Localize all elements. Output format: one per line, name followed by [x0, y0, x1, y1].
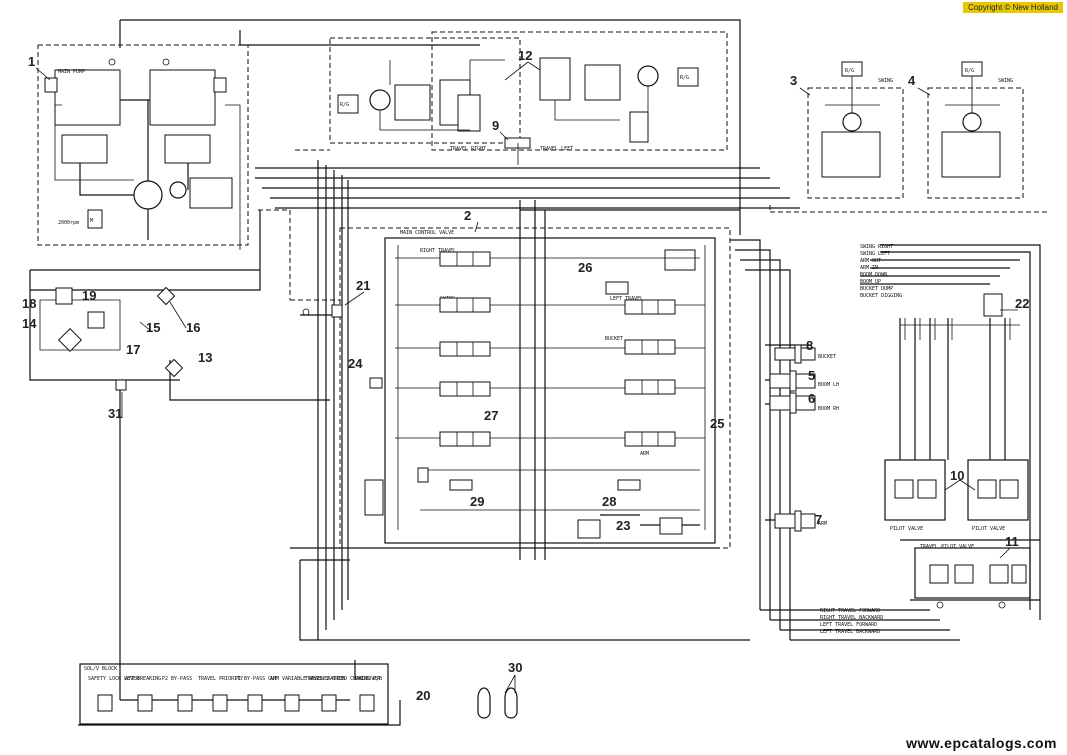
main-pump-group: M MAIN PUMP 2000rpm	[37, 44, 249, 250]
solenoid-valves	[97, 694, 375, 712]
svg-text:ARM IN: ARM IN	[860, 265, 878, 271]
callout-27: 27	[484, 408, 498, 423]
svg-text:PILOT VALVE: PILOT VALVE	[972, 526, 1005, 532]
cylinders-group: BUCKET BOOM LH BOOM RH ARM	[769, 344, 839, 532]
svg-text:ARM VARIABLE REGENERATION: ARM VARIABLE REGENERATION	[270, 676, 345, 682]
svg-text:R/G: R/G	[340, 102, 349, 108]
main-control-valve-label: MAIN CONTROL VALVE	[400, 230, 454, 236]
svg-text:M: M	[90, 218, 93, 224]
svg-text:R/G: R/G	[965, 68, 974, 74]
svg-text:BOOM DOWN: BOOM DOWN	[860, 272, 887, 278]
callouts: 1 2 3 4 5 6 7 8 9 10 11 12 13 14 15 16 1…	[22, 48, 1029, 703]
callout-19: 19	[82, 288, 96, 303]
svg-text:ARM OUT: ARM OUT	[860, 258, 881, 264]
svg-text:SWING LEFT: SWING LEFT	[860, 251, 890, 257]
callout-6: 6	[808, 391, 815, 406]
callout-29: 29	[470, 494, 484, 509]
callout-16: 16	[186, 320, 200, 335]
callout-13: 13	[198, 350, 212, 365]
callout-26: 26	[578, 260, 592, 275]
svg-text:P2 BY-PASS: P2 BY-PASS	[162, 676, 192, 682]
svg-text:SWING: SWING	[998, 78, 1013, 84]
svg-text:TRAVEL PRIORITY: TRAVEL PRIORITY	[198, 676, 243, 682]
callout-12: 12	[518, 48, 532, 63]
svg-text:BUCKET DUMP: BUCKET DUMP	[860, 286, 893, 292]
main-control-valve-group: MAIN CONTROL VALVE RIGHT TRAVEL LEFT TRA…	[339, 227, 731, 549]
svg-text:LEFT TRAVEL BACKWARD: LEFT TRAVEL BACKWARD	[820, 629, 880, 635]
callout-25: 25	[710, 416, 724, 431]
svg-text:RIGHT TRAVEL FORWARD: RIGHT TRAVEL FORWARD	[820, 608, 880, 614]
svg-text:BOOM UP: BOOM UP	[860, 279, 881, 285]
svg-text:R/G: R/G	[680, 75, 689, 81]
svg-text:RIGHT TRAVEL: RIGHT TRAVEL	[420, 248, 456, 254]
callout-11: 11	[1005, 534, 1019, 549]
callout-30: 30	[508, 660, 522, 675]
callout-7: 7	[815, 512, 822, 527]
callout-2: 2	[464, 208, 471, 223]
callout-24: 24	[348, 356, 363, 371]
callout-22: 22	[1015, 296, 1029, 311]
svg-text:LEFT TRAVEL FORWARD: LEFT TRAVEL FORWARD	[820, 622, 877, 628]
svg-text:TRAVEL PILOT VALVE: TRAVEL PILOT VALVE	[920, 544, 974, 550]
callout-10: 10	[950, 468, 964, 483]
callout-28: 28	[602, 494, 616, 509]
svg-text:ARM: ARM	[640, 451, 649, 457]
callout-5: 5	[808, 368, 815, 383]
svg-text:ARM: ARM	[818, 521, 827, 527]
svg-text:LEFT TRAVEL: LEFT TRAVEL	[610, 296, 643, 302]
valve-spools	[439, 249, 696, 447]
svg-text:SWING: SWING	[878, 78, 893, 84]
svg-text:SAFETY LOCK LEVER: SAFETY LOCK LEVER	[88, 676, 140, 682]
callout-3: 3	[790, 73, 797, 88]
callout-9: 9	[492, 118, 499, 133]
callout-1: 1	[28, 54, 35, 69]
svg-text:BUCKET: BUCKET	[605, 336, 623, 342]
callout-4: 4	[908, 73, 916, 88]
swing-command-list: SWING RIGHT SWING LEFT ARM OUT ARM IN BO…	[860, 244, 902, 299]
callout-18: 18	[22, 296, 36, 311]
svg-text:RIGHT TRAVEL BACKWARD: RIGHT TRAVEL BACKWARD	[820, 615, 883, 621]
watermark: www.epcatalogs.com	[906, 735, 1057, 751]
svg-text:PILOT VALVE: PILOT VALVE	[890, 526, 923, 532]
svg-text:BUCKET: BUCKET	[818, 354, 836, 360]
callout-14: 14	[22, 316, 37, 331]
pilot-valves-group: PILOT VALVE PILOT VALVE TRAVEL PILOT VAL…	[820, 244, 1031, 635]
callout-31: 31	[108, 406, 122, 421]
travel-left-label: TRAVEL LEFT	[540, 146, 573, 152]
callout-21: 21	[356, 278, 370, 293]
svg-text:R/G: R/G	[845, 68, 854, 74]
svg-text:P1 BY-PASS CUT: P1 BY-PASS CUT	[235, 676, 277, 682]
svg-text:BOOM RH: BOOM RH	[818, 406, 839, 412]
main-pump-label: MAIN PUMP	[58, 69, 85, 75]
svg-text:BUCKET DIGGING: BUCKET DIGGING	[860, 293, 902, 299]
callout-23: 23	[616, 518, 630, 533]
copyright-badge: Copyright © New Holland	[963, 2, 1063, 13]
travel-right-label: TRAVEL RIGHT	[450, 146, 486, 152]
travel-motors-group: R/G R/G TRAVEL RIGHT TRAVEL LEFT	[329, 31, 728, 165]
svg-text:SWING RIGHT: SWING RIGHT	[860, 244, 893, 250]
callout-20: 20	[416, 688, 430, 703]
svg-text:SWING P/B: SWING P/B	[355, 676, 382, 682]
pipe-network	[29, 19, 1050, 726]
swing-motors-group: R/G R/G SWING SWING	[807, 61, 1024, 199]
solenoid-block-group: SOL/V BLOCK SAFETY LOCK LEVER ATT BREAKI…	[79, 663, 389, 725]
callout-17: 17	[126, 342, 140, 357]
callout-15: 15	[146, 320, 160, 335]
svg-text:TRAVEL 2-SPEED CHANGEOVER: TRAVEL 2-SPEED CHANGEOVER	[305, 676, 381, 682]
travel-command-list: RIGHT TRAVEL FORWARD RIGHT TRAVEL BACKWA…	[820, 608, 883, 635]
misc-components	[55, 286, 1006, 719]
svg-text:BOOM LH: BOOM LH	[818, 382, 839, 388]
svg-text:SOL/V BLOCK: SOL/V BLOCK	[84, 666, 117, 672]
callout-8: 8	[806, 338, 813, 353]
svg-text:ATT BREAKING: ATT BREAKING	[125, 676, 161, 682]
engine-speed-label: 2000rpm	[58, 220, 79, 226]
